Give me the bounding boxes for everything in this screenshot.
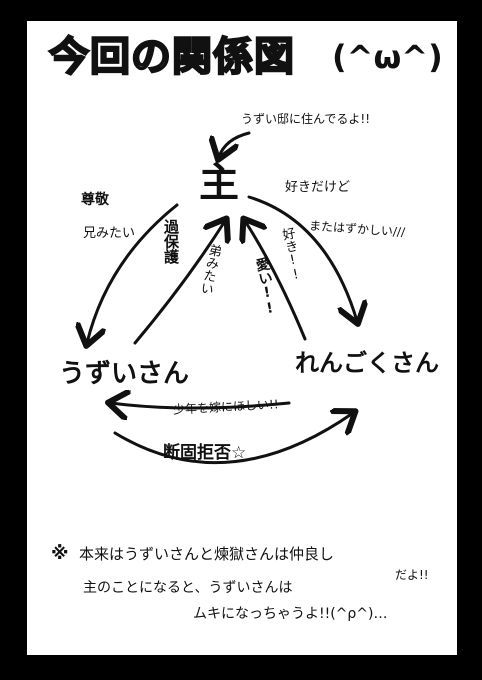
arrow-master-to-uzui (87, 203, 179, 343)
footnote-line1: 本来はうずいさんと煉獄さんは仲良し (79, 545, 335, 563)
page-title: 今回の関係図 (48, 34, 295, 80)
label-overprotect: 過保護 (162, 219, 180, 264)
node-master: 主 (199, 160, 239, 206)
relationship-arrows (27, 131, 457, 465)
label-respect: 尊敬 (81, 192, 109, 208)
label-refuse: 断固拒否☆ (163, 443, 247, 463)
label-like-but: 好きだけど (285, 180, 351, 195)
label-respect-2: 兄みたい (83, 226, 136, 241)
arrow-rengoku-to-master (245, 221, 307, 341)
footnote-mark: ※ (51, 543, 69, 564)
footnote-line1-end: だよ!! (395, 568, 429, 582)
footnote-line2: 主のことになると、うずいさんは (83, 580, 293, 596)
arrow-master-to-rengoku (247, 195, 357, 321)
label-master-note: うずい邸に住んでるよ!! (241, 112, 371, 126)
title-face: (^ω^) (332, 38, 443, 76)
arrow-uzui-to-rengoku (113, 413, 353, 465)
arrow-rengoku-to-uzui (111, 403, 291, 408)
arrow-uzui-to-master (133, 221, 225, 345)
arrow-note-to-master (219, 131, 251, 157)
manga-page: 今回の関係図 (^ω^) 主 うずいさん れんごくさん うずい邸に住んでるよ!!… (27, 21, 457, 655)
node-rengoku: れんごくさん (295, 349, 439, 377)
node-uzui: うずいさん (59, 359, 190, 389)
footnote-line3: ムキになっちゃうよ!!(^ρ^)… (193, 606, 388, 622)
